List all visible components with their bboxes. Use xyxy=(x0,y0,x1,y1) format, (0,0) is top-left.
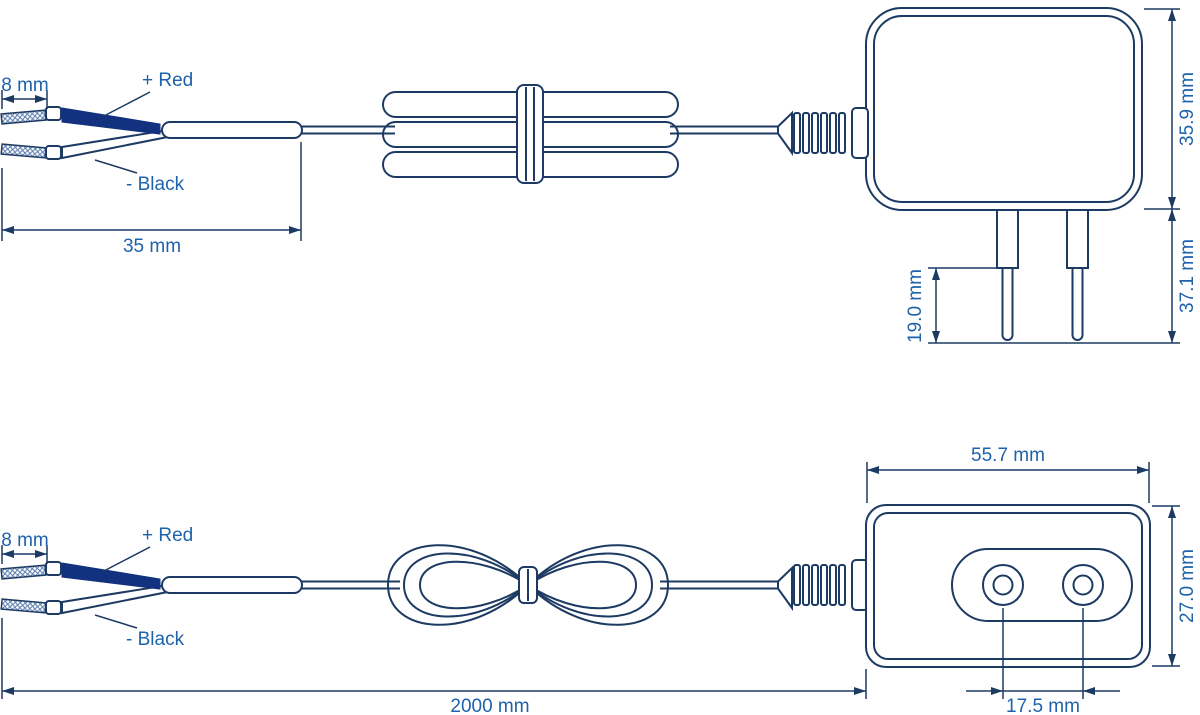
label-black: - Black xyxy=(126,629,185,650)
leader-red xyxy=(101,91,151,118)
plug-face xyxy=(951,548,1133,622)
dim-body-height-text: 35.9 mm xyxy=(1177,72,1198,146)
ferrule-negative xyxy=(45,145,62,160)
dim-cable-length: 2000 mm xyxy=(1,618,867,715)
dim-body-width: 55.7 mm xyxy=(866,445,1150,503)
cable-sleeve xyxy=(161,121,303,139)
dim-pin-pitch-text: 17.5 mm xyxy=(1006,696,1080,715)
adapter-body-front xyxy=(865,504,1151,668)
cable-line xyxy=(302,580,778,590)
label-black: - Black xyxy=(126,174,185,195)
stripped-wire-negative xyxy=(0,143,47,159)
ferrule-positive xyxy=(45,561,62,576)
pin-left xyxy=(992,574,1014,596)
leader-black xyxy=(94,614,138,629)
positive-wire xyxy=(61,562,161,590)
negative-wire xyxy=(61,584,166,615)
leader-red xyxy=(101,546,151,573)
coil-wrap xyxy=(516,84,544,184)
dim-strip-length: 8 mm xyxy=(1,75,49,109)
plug-pins-side xyxy=(996,209,1089,341)
dim-body-height: 35.9 mm xyxy=(1144,8,1198,210)
positive-wire xyxy=(61,107,161,135)
dim-body-height: 27.0 mm xyxy=(1152,505,1198,667)
strain-relief xyxy=(777,559,869,612)
pin-right xyxy=(1071,267,1084,341)
ferrule-negative xyxy=(45,600,62,615)
negative-wire xyxy=(61,129,166,160)
pin-left xyxy=(1001,267,1014,341)
dim-lead-length: 35 mm xyxy=(1,142,302,257)
cable-coil xyxy=(386,544,670,626)
label-red: + Red xyxy=(142,70,193,91)
wire-labels: + Red - Black xyxy=(94,525,193,650)
wire-labels: + Red - Black xyxy=(94,70,193,195)
dim-body-height-text: 27.0 mm xyxy=(1177,549,1198,623)
dim-pin-length: 19.0 mm xyxy=(905,267,999,343)
cable-coil xyxy=(382,84,679,184)
dim-pin-length-text: 19.0 mm xyxy=(905,269,926,343)
cable-sleeve xyxy=(161,576,303,594)
dim-lead-length-text: 35 mm xyxy=(123,236,181,257)
pin-shroud-left xyxy=(996,209,1019,269)
dim-body-width-text: 55.7 mm xyxy=(971,445,1045,466)
dim-overall-depth-text: 37.1 mm xyxy=(1177,239,1198,313)
dim-strip-length-text: 8 mm xyxy=(1,530,49,551)
wire-ends xyxy=(0,561,303,615)
stripped-wire-positive xyxy=(0,109,47,125)
body-outline xyxy=(865,7,1143,211)
pin-base-left xyxy=(982,564,1024,606)
dim-cable-length-text: 2000 mm xyxy=(450,696,529,715)
adapter-body-side xyxy=(865,7,1143,211)
pin-base-right xyxy=(1062,564,1104,606)
body-outline xyxy=(865,504,1151,668)
dim-strip-length-text: 8 mm xyxy=(1,75,49,96)
stripped-wire-positive xyxy=(0,564,47,580)
pin-right xyxy=(1072,574,1094,596)
cable-line xyxy=(302,125,778,135)
pin-shroud-right xyxy=(1066,209,1089,269)
wire-ends xyxy=(0,106,303,160)
body-inner-outline xyxy=(873,15,1135,203)
body-inner-outline xyxy=(873,512,1143,660)
dim-pin-pitch: 17.5 mm xyxy=(966,608,1120,715)
front-view: + Red - Black 8 mm xyxy=(0,445,1198,715)
leader-black xyxy=(94,159,138,174)
dim-overall-depth: 37.1 mm xyxy=(928,209,1198,344)
label-red: + Red xyxy=(142,525,193,546)
stripped-wire-negative xyxy=(0,598,47,614)
strain-relief xyxy=(777,107,869,159)
side-view: + Red - Black 8 mm 35 mm xyxy=(0,7,1198,344)
ferrule-positive xyxy=(45,106,62,121)
dim-strip-length: 8 mm xyxy=(1,530,49,564)
